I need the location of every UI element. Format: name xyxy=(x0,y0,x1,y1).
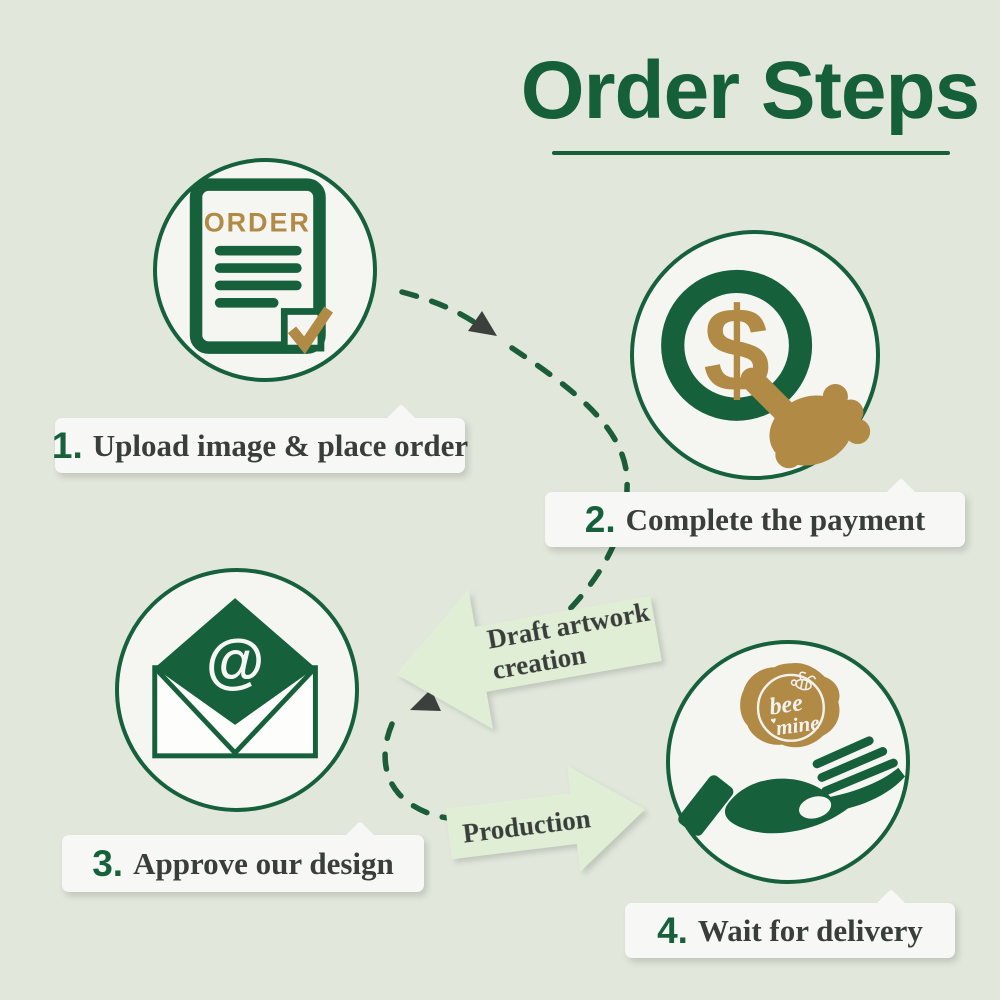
step2-circle: $ xyxy=(630,230,880,480)
step2-number: 2. xyxy=(584,498,616,540)
step1-number: 1. xyxy=(51,424,83,466)
page-title: Order Steps xyxy=(520,45,980,136)
order-document-icon: ORDER xyxy=(189,178,334,355)
step1-label-box: 1. Upload image & place order xyxy=(51,404,469,473)
open-hand-icon xyxy=(678,736,906,836)
doc-line xyxy=(214,245,302,256)
step3-label: Approve our design xyxy=(133,845,394,881)
delivery-hand-icon: bee mine ♥ xyxy=(678,663,906,836)
email-envelope-icon: @ xyxy=(152,598,318,759)
step3-number: 3. xyxy=(92,842,124,884)
hand-highlight xyxy=(799,796,832,819)
doc-line xyxy=(214,297,279,308)
step4-label-box: 4. Wait for delivery xyxy=(625,889,955,958)
title-underline xyxy=(552,151,950,155)
step3-circle: @ xyxy=(115,568,359,812)
order-doc-title: ORDER xyxy=(204,207,311,237)
step4-label: Wait for delivery xyxy=(697,912,923,948)
flow-arrow-draft-shape xyxy=(396,589,662,730)
dashed-path-step2-to-step3 xyxy=(435,345,630,702)
coin-ring xyxy=(661,269,813,421)
at-sign: @ xyxy=(206,627,264,694)
envelope-fold-lines xyxy=(153,666,318,757)
pointer-hand-icon xyxy=(740,367,871,469)
document-outline xyxy=(189,178,326,354)
step1-label: Upload image & place order xyxy=(92,427,469,463)
step1-circle: ORDER xyxy=(153,158,377,382)
flow-arrow-production-shape xyxy=(445,765,646,872)
flow-arrow-draft: Draft artwork creation xyxy=(396,589,662,730)
step4-number: 4. xyxy=(657,909,688,951)
step3-label-box: 3. Approve our design xyxy=(62,821,424,892)
dashed-path-step3-to-production xyxy=(382,721,465,822)
arrowhead-step2 xyxy=(468,311,497,336)
envelope-flap xyxy=(154,598,316,725)
seal-heart: ♥ xyxy=(770,715,777,727)
checkmark-icon xyxy=(287,306,334,355)
step2-label: Complete the payment xyxy=(625,501,926,537)
wax-seal: bee mine ♥ xyxy=(740,663,840,748)
doc-line xyxy=(214,263,302,273)
step2-label-box: 2. Complete the payment xyxy=(545,478,965,547)
step4-circle: bee mine ♥ xyxy=(666,640,910,884)
seal-word-bee: bee xyxy=(768,689,805,720)
flow-arrow-production: Production xyxy=(445,765,646,872)
bee-icon xyxy=(790,671,817,691)
payment-click-icon: $ xyxy=(661,269,871,469)
doc-line xyxy=(214,280,302,291)
envelope-border xyxy=(152,665,318,759)
dashed-path-step1-to-step2 xyxy=(399,289,483,329)
